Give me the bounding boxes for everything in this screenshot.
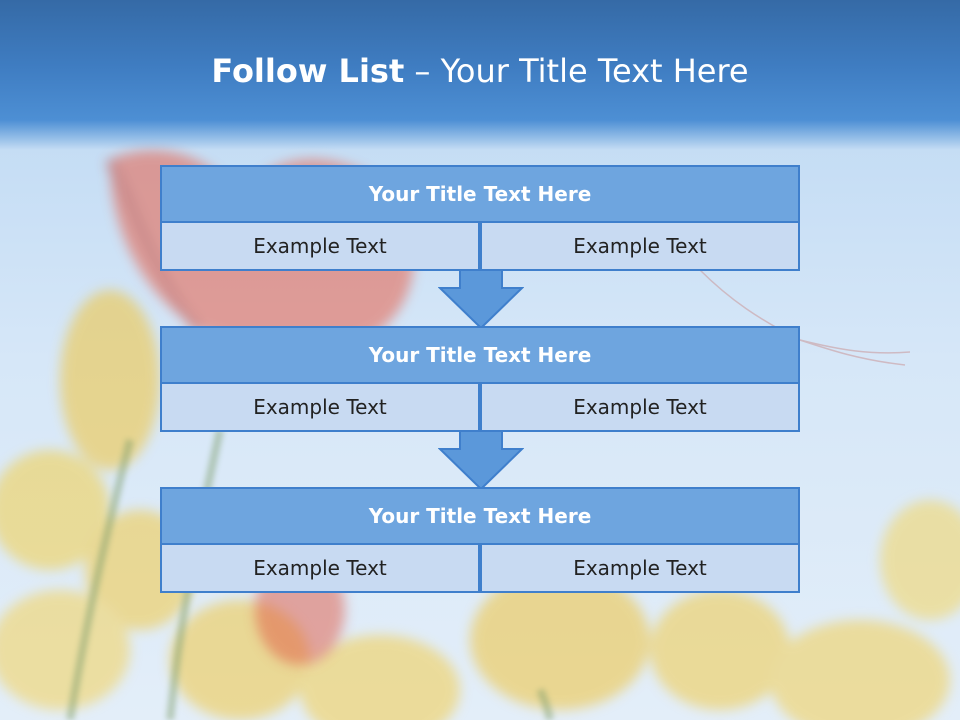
step-2-left-cell: Example Text	[160, 382, 480, 432]
slide-title-rest: – Your Title Text Here	[414, 52, 749, 90]
slide-title: Follow List – Your Title Text Here	[0, 52, 960, 90]
step-2-heading: Your Title Text Here	[160, 326, 800, 384]
step-1-right-cell: Example Text	[480, 221, 800, 271]
step-1-left-cell: Example Text	[160, 221, 480, 271]
step-3-heading: Your Title Text Here	[160, 487, 800, 545]
step-2-right-cell: Example Text	[480, 382, 800, 432]
step-1-heading: Your Title Text Here	[160, 165, 800, 223]
step-block-1: Your Title Text Here Example Text Exampl…	[160, 165, 800, 271]
down-arrow-icon	[438, 431, 524, 491]
step-block-3: Your Title Text Here Example Text Exampl…	[160, 487, 800, 593]
slide-title-bold: Follow List	[211, 52, 405, 90]
down-arrow-icon	[438, 270, 524, 330]
title-band	[0, 0, 960, 150]
step-3-left-cell: Example Text	[160, 543, 480, 593]
step-block-2: Your Title Text Here Example Text Exampl…	[160, 326, 800, 432]
step-3-right-cell: Example Text	[480, 543, 800, 593]
